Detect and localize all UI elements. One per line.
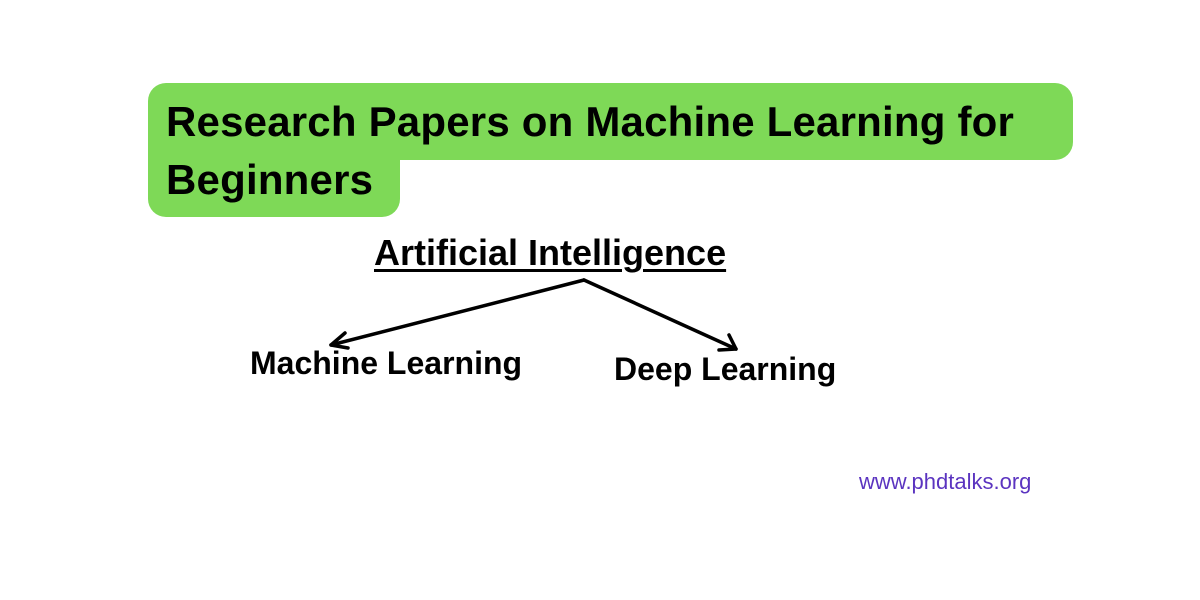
- title-banner-background-second-line: [148, 140, 400, 217]
- diagram-child-machine-learning: Machine Learning: [250, 345, 523, 381]
- diagram-child-deep-learning: Deep Learning: [614, 351, 837, 387]
- page-title-line-1: Research Papers on Machine Learning for: [166, 98, 1015, 145]
- arrowhead-left-icon: [329, 331, 350, 350]
- arrowhead-right-icon: [717, 333, 738, 352]
- arrow-to-machine-learning: [329, 278, 586, 347]
- diagram-root-node: Artificial Intelligence: [374, 232, 727, 273]
- website-url: www.phdtalks.org: [859, 469, 1032, 494]
- arrow-to-deep-learning: [582, 278, 738, 351]
- page-title-line-2: Beginners: [166, 156, 374, 203]
